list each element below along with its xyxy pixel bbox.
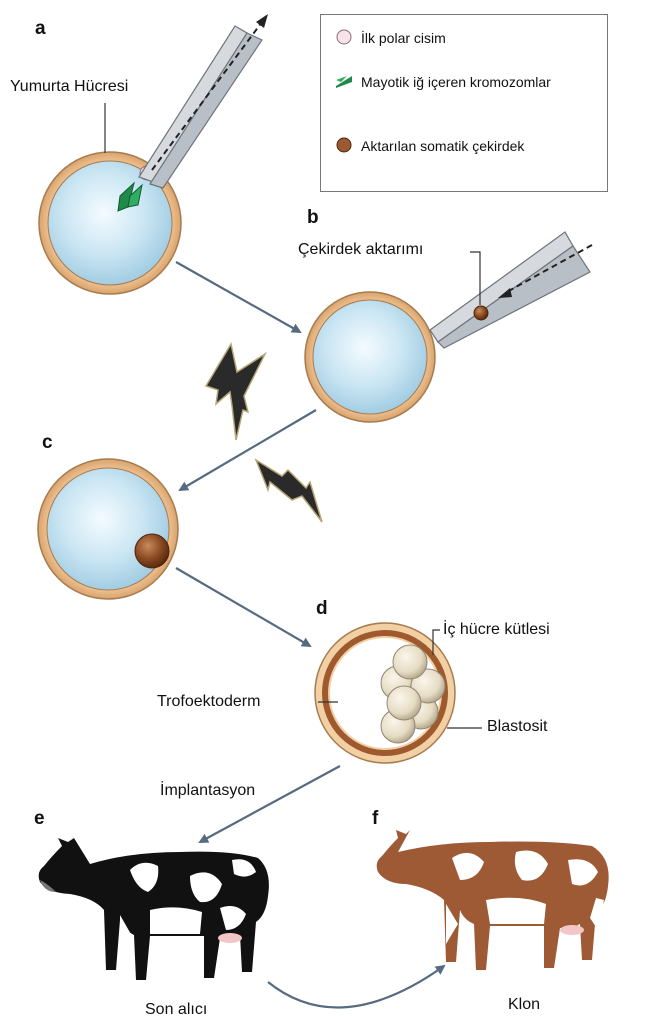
arrow-d-to-e [198,765,341,843]
surrogate-label: Son alıcı [145,1001,208,1018]
nuclear-transfer-label: Çekirdek aktarımı [298,241,424,258]
panel-label-a: a [35,18,46,39]
blastocyst-label: Blastosit [487,718,548,735]
clone-label: Klon [508,996,541,1013]
arrow-e-to-f [267,964,446,1009]
panel-label-f: f [372,808,379,829]
enucleation-pipette [138,14,268,189]
somatic-nucleus-b [473,305,489,321]
arrow-c-to-d [175,567,312,648]
egg-cell-c [37,458,179,600]
fused-nucleus [134,533,170,569]
panel-label-e: e [34,808,45,829]
legend-item-polar-body: İlk polar cisim [321,25,607,49]
implantation-label: İmplantasyon [160,782,256,799]
surrogate-cow [38,838,269,980]
nuclear-transfer-leader [470,251,481,305]
legend-item-somatic-nucleus: Aktarılan somatik çekirdek [321,133,607,157]
polar-body-icon [336,29,352,45]
electric-pulse-icon-2 [254,458,323,523]
electric-pulse-icon [204,341,267,441]
transfer-pipette [429,231,593,349]
panel-label-b: b [307,207,319,228]
legend-item-spindle: Mayotik iğ içeren kromozomlar [321,69,607,93]
panel-label-c: c [42,432,53,453]
egg-cell-label: Yumurta Hücresi [10,78,129,95]
trophectoderm-label: Trofoektoderm [157,693,261,710]
somatic-nucleus-icon [336,137,352,153]
meiotic-spindle-icon [117,181,143,212]
arrow-b-to-c [178,409,317,492]
inner-cell-mass-leader [432,629,440,655]
legend-label: Mayotik iğ içeren kromozomlar [361,74,551,90]
inner-cell-mass [380,644,446,744]
legend-label: Aktarılan somatik çekirdek [361,138,525,154]
arrow-a-to-b [175,261,302,333]
clone-cow [376,830,609,970]
legend: İlk polar cisim Mayotik iğ içeren kromoz… [320,14,608,192]
legend-label: İlk polar cisim [361,30,446,46]
panel-label-d: d [316,598,328,619]
egg-cell-b [304,291,436,423]
meiotic-spindle-icon [336,76,352,88]
inner-cell-mass-label: İç hücre kütlesi [443,621,550,638]
